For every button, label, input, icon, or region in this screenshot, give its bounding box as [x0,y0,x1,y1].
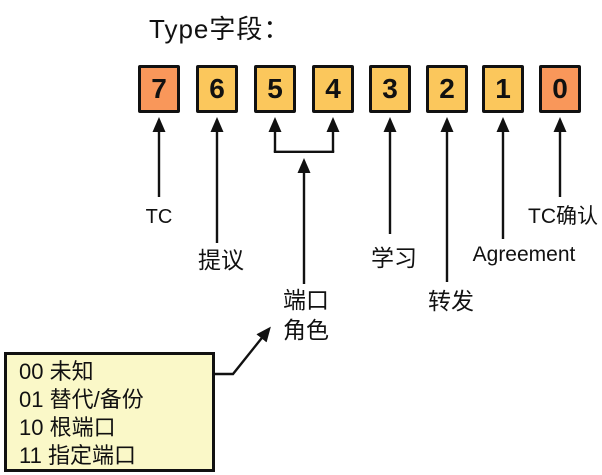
legend-item-01: 01 替代/备份 [19,387,144,412]
diagram-title: Type字段： [149,14,291,44]
label-port-role: 端口 角色 [283,285,329,345]
bit-box-7: 7 [138,65,180,113]
arrow-legend-to-port-role [211,326,271,376]
label-agreement: Agreement [472,243,576,266]
bit-box-4: 4 [312,65,354,113]
legend-item-00: 00 未知 [19,359,94,384]
bit-box-3: 3 [369,65,411,113]
bit-box-2: 2 [426,65,468,113]
bit-box-5: 5 [254,65,296,113]
legend-item-10: 10 根端口 [19,415,116,440]
label-tc-ack: TC确认 [528,205,598,228]
label-tc: TC [145,206,173,228]
legend-item-11: 11 指定端口 [19,443,136,468]
bit-box-0: 0 [539,65,581,113]
label-proposal: 提议 [198,247,244,273]
label-learning: 学习 [371,245,417,271]
label-forwarding: 转发 [428,288,474,314]
label-port-role-line1: 端口 [283,287,329,313]
bit-box-6: 6 [196,65,238,113]
bit-box-1: 1 [482,65,524,113]
port-role-legend-box: 00 未知 01 替代/备份 10 根端口 11 指定端口 [4,352,215,472]
label-port-role-line2: 角色 [283,317,329,343]
